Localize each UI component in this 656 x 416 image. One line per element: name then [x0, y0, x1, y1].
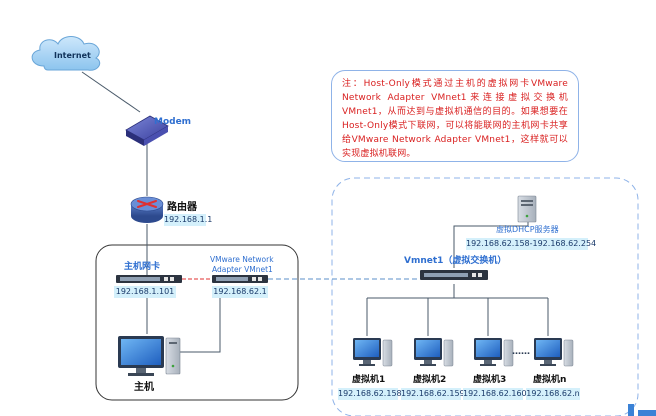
host-computer-icon	[118, 336, 181, 376]
dhcp-switch-link	[453, 222, 529, 268]
vmnet-adapter-label-line2: Adapter VMnet1	[212, 265, 273, 274]
vmn-computer-icon	[534, 338, 574, 367]
vm3-name: 虚拟机3	[473, 375, 507, 385]
dhcp-server-label: 虚拟DHCP服务器	[496, 225, 559, 234]
internet-cloud-icon	[31, 36, 101, 71]
virtual-switch-label: Vmnet1（虚拟交换机）	[404, 256, 507, 266]
vmnet-adapter-label-line1: VMware Network	[210, 255, 274, 264]
vm-ellipsis: ……	[512, 347, 530, 357]
corner-mark-bar	[638, 410, 656, 416]
dhcp-server-icon	[517, 195, 537, 223]
router-icon	[130, 196, 164, 223]
vmn-name: 虚拟机n	[533, 375, 567, 385]
vmn-ip: 192.168.62.n	[526, 388, 580, 400]
vm3-computer-icon	[474, 338, 514, 367]
vm2-name: 虚拟机2	[413, 375, 447, 385]
corner-mark	[628, 404, 634, 416]
adapter-host-link	[180, 296, 221, 353]
vm1-name: 虚拟机1	[352, 375, 386, 385]
host-nic-label: 主机网卡	[124, 262, 161, 272]
vm1-computer-icon	[353, 338, 393, 367]
host-boundary	[95, 244, 299, 401]
dhcp-range: 192.168.62.158-192.168.62.254	[466, 238, 597, 250]
virtual-network-boundary	[331, 177, 639, 416]
modem-icon	[125, 115, 169, 146]
router-ip: 192.168.1.1	[164, 214, 213, 226]
vmnet-adapter-ip: 192.168.62.1	[212, 286, 268, 298]
modem-label: Modem	[154, 117, 192, 127]
virtual-switch-icon	[420, 270, 488, 280]
host-nic-ip: 192.168.1.101	[114, 286, 176, 298]
router-label: 路由器	[167, 202, 197, 213]
host-computer-label: 主机	[134, 382, 154, 393]
vmnet-adapter-icon	[212, 275, 268, 283]
vm1-ip: 192.168.62.158	[338, 388, 402, 400]
internet-label: Internet	[54, 51, 91, 60]
explanation-note: 注：Host-Only模式通过主机的虚拟网卡VMware Network Ada…	[331, 70, 579, 162]
vm3-ip: 192.168.62.160	[463, 388, 527, 400]
network-links	[81, 71, 549, 353]
vm2-ip: 192.168.62.159	[401, 388, 465, 400]
internet-modem-link	[81, 71, 141, 113]
vm2-computer-icon	[414, 338, 454, 367]
host-nic-icon	[116, 275, 182, 283]
